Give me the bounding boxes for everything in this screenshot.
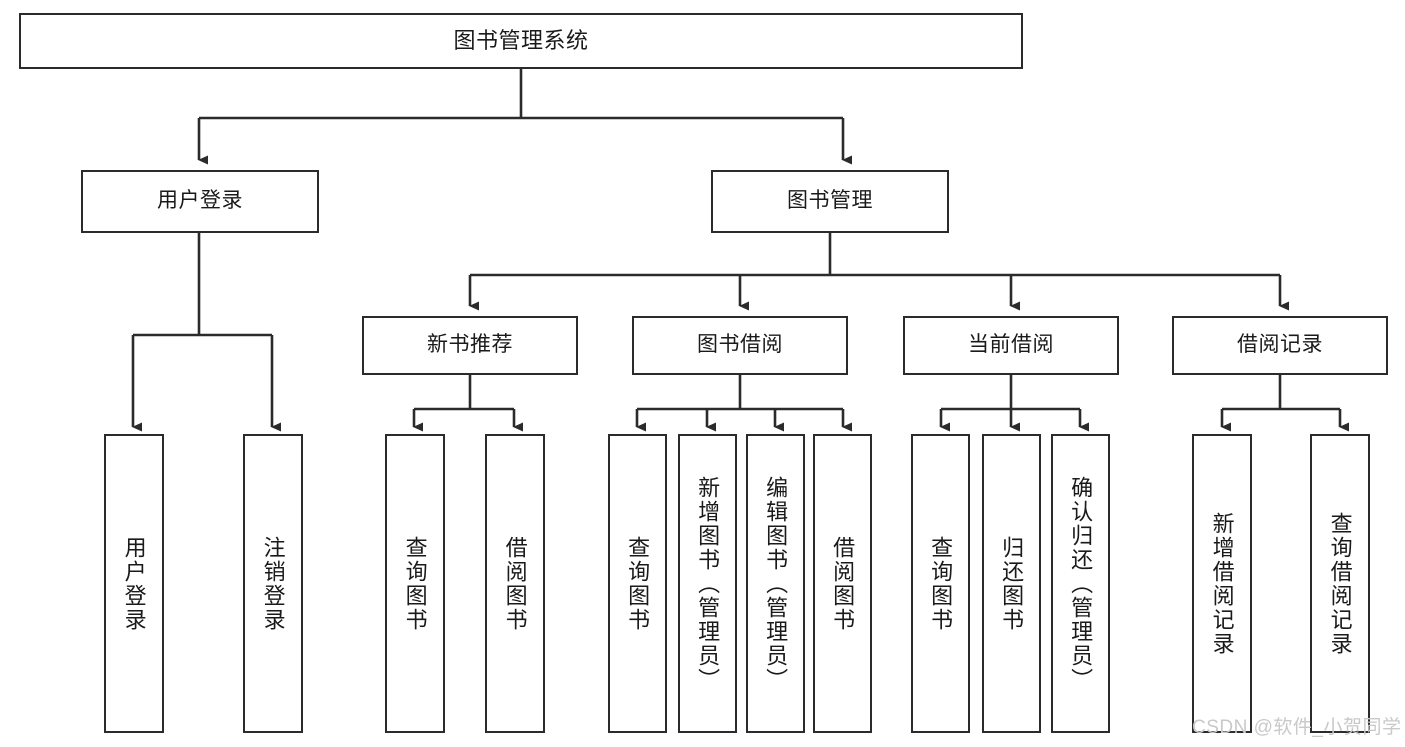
node-root-book-management-system[interactable]: 图书管理系统 xyxy=(19,13,1023,69)
node-leaf-query-borrow-record[interactable]: 查询借阅记录 xyxy=(1310,434,1370,733)
node-label: 当前借阅 xyxy=(968,333,1054,357)
node-book-management[interactable]: 图书管理 xyxy=(711,170,949,233)
node-label: 查询图书 xyxy=(928,535,954,632)
node-leaf-borrow-book-2[interactable]: 借阅图书 xyxy=(813,434,872,733)
node-borrow-records[interactable]: 借阅记录 xyxy=(1172,316,1388,375)
node-label: 借阅记录 xyxy=(1237,333,1323,357)
node-leaf-confirm-return-admin[interactable]: 确认归还（管理员） xyxy=(1051,434,1110,733)
node-leaf-edit-book-admin[interactable]: 编辑图书（管理员） xyxy=(746,434,805,733)
node-label: 用户登录 xyxy=(121,535,147,632)
node-leaf-borrow-book-1[interactable]: 借阅图书 xyxy=(485,434,545,733)
node-leaf-query-book-1[interactable]: 查询图书 xyxy=(385,434,445,733)
node-user-login[interactable]: 用户登录 xyxy=(81,170,319,233)
node-label: 图书管理系统 xyxy=(453,28,589,54)
node-label: 用户登录 xyxy=(157,189,243,213)
node-label: 新增图书（管理员） xyxy=(695,475,721,692)
node-leaf-add-book-admin[interactable]: 新增图书（管理员） xyxy=(678,434,737,733)
node-label: 借阅图书 xyxy=(502,535,528,632)
node-leaf-user-login[interactable]: 用户登录 xyxy=(104,434,164,733)
node-leaf-query-book-3[interactable]: 查询图书 xyxy=(911,434,970,733)
node-label: 查询图书 xyxy=(402,535,428,632)
node-label: 图书管理 xyxy=(787,189,873,213)
node-leaf-logout[interactable]: 注销登录 xyxy=(243,434,303,733)
node-label: 查询图书 xyxy=(625,535,651,632)
node-book-borrowing[interactable]: 图书借阅 xyxy=(632,316,848,375)
node-new-book-recommendation[interactable]: 新书推荐 xyxy=(362,316,578,375)
node-current-borrowing[interactable]: 当前借阅 xyxy=(903,316,1119,375)
node-label: 图书借阅 xyxy=(697,333,783,357)
node-label: 归还图书 xyxy=(999,535,1025,632)
node-leaf-return-book[interactable]: 归还图书 xyxy=(982,434,1041,733)
node-label: 查询借阅记录 xyxy=(1327,511,1353,656)
csdn-watermark: CSDN @软件_小贺同学 xyxy=(1192,717,1402,738)
node-leaf-add-borrow-record[interactable]: 新增借阅记录 xyxy=(1192,434,1252,733)
node-leaf-query-book-2[interactable]: 查询图书 xyxy=(608,434,667,733)
node-label: 新书推荐 xyxy=(427,333,513,357)
node-label: 注销登录 xyxy=(260,535,286,632)
node-label: 确认归还（管理员） xyxy=(1068,475,1094,692)
node-label: 新增借阅记录 xyxy=(1209,511,1235,656)
node-label: 编辑图书（管理员） xyxy=(763,475,789,692)
node-label: 借阅图书 xyxy=(830,535,856,632)
